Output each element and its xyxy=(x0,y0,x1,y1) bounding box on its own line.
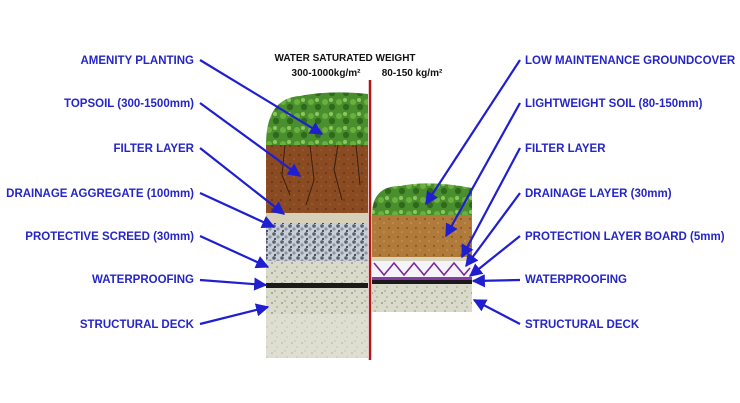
arrow xyxy=(465,192,521,268)
right-label: FILTER LAYER xyxy=(525,143,606,155)
waterproofing-layer xyxy=(266,283,368,288)
arrow xyxy=(199,303,270,326)
amenity-planting-layer xyxy=(266,92,368,145)
arrow xyxy=(425,59,521,206)
left-labels: AMENITY PLANTING TOPSOIL (300-1500mm) FI… xyxy=(6,55,195,331)
arrow xyxy=(199,102,302,177)
left-label: WATERPROOFING xyxy=(92,274,194,286)
left-arrows xyxy=(199,59,324,326)
header-title: WATER SATURATED WEIGHT xyxy=(274,53,415,64)
header-right-value: 80-150 kg/m² xyxy=(382,68,443,79)
left-label: AMENITY PLANTING xyxy=(80,55,194,67)
protection-board xyxy=(372,277,472,280)
left-label: FILTER LAYER xyxy=(113,143,194,155)
header-left-value: 300-1000kg/m² xyxy=(292,68,362,79)
drainage-aggregate-layer xyxy=(266,223,368,261)
arrow xyxy=(445,102,521,238)
right-labels: LOW MAINTENANCE GROUNDCOVER LIGHTWEIGHT … xyxy=(525,55,736,331)
header: WATER SATURATED WEIGHT 300-1000kg/m² 80-… xyxy=(274,53,443,79)
filter-layer xyxy=(266,213,368,223)
root-lines xyxy=(281,144,361,206)
waterproofing-layer-right xyxy=(372,280,472,284)
right-label: STRUCTURAL DECK xyxy=(525,319,640,331)
right-label: LOW MAINTENANCE GROUNDCOVER xyxy=(525,55,736,67)
drainage-layer xyxy=(372,261,472,277)
right-label: LIGHTWEIGHT SOIL (80-150mm) xyxy=(525,98,703,110)
left-label: STRUCTURAL DECK xyxy=(80,319,195,331)
arrow xyxy=(472,299,521,325)
arrow xyxy=(199,147,286,215)
arrow xyxy=(471,274,521,288)
groundcover-layer xyxy=(372,183,472,215)
arrow xyxy=(461,147,521,259)
right-buildup xyxy=(372,183,472,312)
structural-deck-right xyxy=(372,284,472,312)
drainage-board-profile xyxy=(373,261,471,277)
topsoil-layer xyxy=(266,145,368,213)
left-buildup xyxy=(266,92,368,358)
deck-lower xyxy=(266,314,368,358)
arrow xyxy=(199,234,270,269)
left-label: PROTECTIVE SCREED (30mm) xyxy=(25,231,194,243)
lightweight-soil-layer xyxy=(372,215,472,257)
arrow xyxy=(199,192,276,229)
filter-layer-right xyxy=(372,257,472,261)
left-label: DRAINAGE AGGREGATE (100mm) xyxy=(6,188,194,200)
right-label: DRAINAGE LAYER (30mm) xyxy=(525,188,672,200)
arrow xyxy=(468,235,521,277)
arrow xyxy=(199,277,268,291)
protective-screed-layer xyxy=(266,261,368,283)
left-label: TOPSOIL (300-1500mm) xyxy=(64,98,194,110)
right-label: PROTECTION LAYER BOARD (5mm) xyxy=(525,231,725,243)
right-label: WATERPROOFING xyxy=(525,274,627,286)
right-arrows xyxy=(425,59,521,325)
arrow xyxy=(199,59,324,135)
